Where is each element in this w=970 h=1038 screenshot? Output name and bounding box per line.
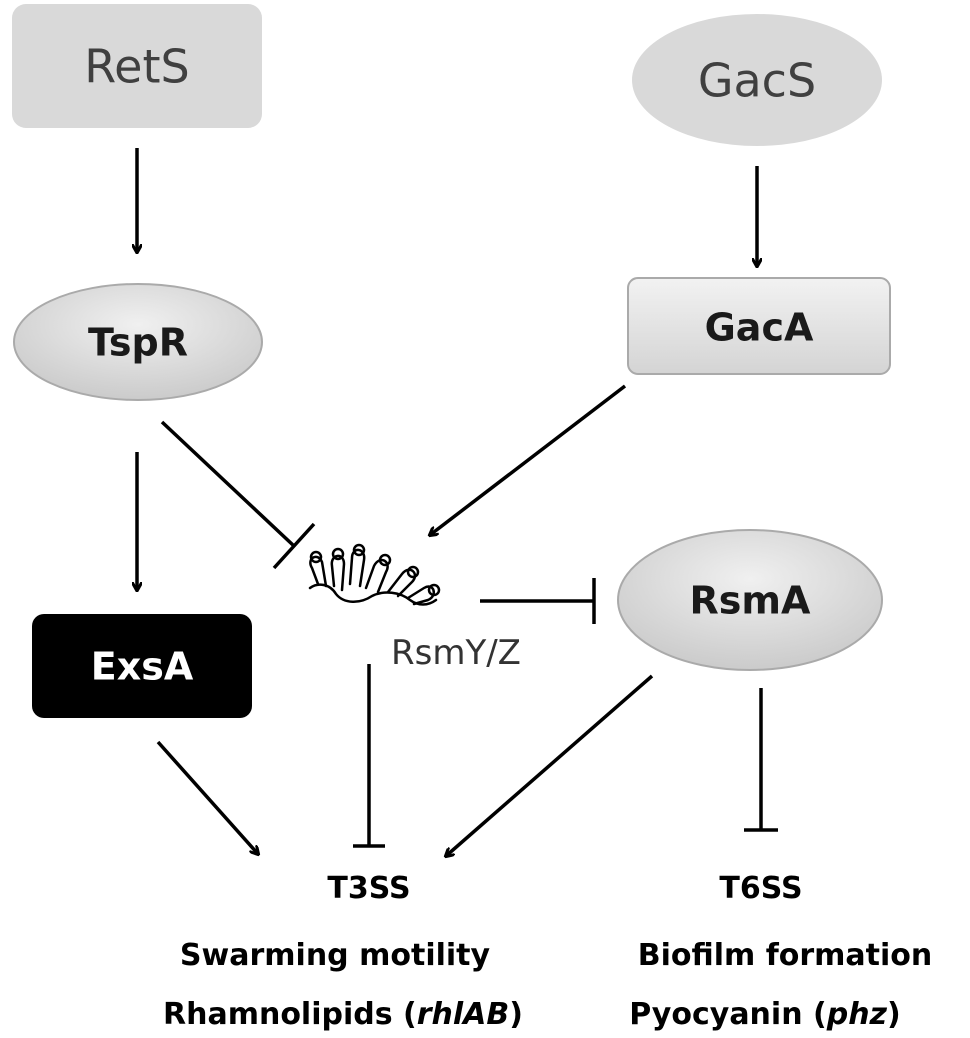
output-t6ss: T6SS	[719, 871, 802, 906]
exsa-node: ExsA	[32, 614, 252, 718]
outputs-right: T6SS Biofilm formation Pyocyanin (phz)	[629, 871, 932, 1032]
rsma-node: RsmA	[617, 529, 883, 671]
gaca-node: GacA	[627, 277, 891, 375]
rets-node: RetS	[12, 4, 262, 128]
rsma-label: RsmA	[690, 579, 811, 623]
inhibit-tspr-rsmyz	[160, 420, 316, 570]
exsa-label: ExsA	[91, 645, 194, 689]
gaca-label: GacA	[705, 306, 814, 350]
arrow-exsa-t3ss	[156, 740, 258, 854]
output-rhamnolipids: Rhamnolipids (rhlAB)	[163, 997, 523, 1032]
output-biofilm: Biofilm formation	[638, 938, 933, 973]
gacs-node: GacS	[632, 14, 882, 146]
outputs-left: T3SS Swarming motility Rhamnolipids (rhl…	[163, 871, 523, 1032]
output-pyocyanin: Pyocyanin (phz)	[629, 997, 900, 1032]
arrow-gaca-rsmyz	[430, 384, 627, 535]
output-swarming: Swarming motility	[180, 938, 491, 973]
inhibit-rsmyz-t3ss	[353, 664, 385, 848]
tspr-label: TspR	[88, 321, 188, 365]
rets-label: RetS	[84, 40, 189, 94]
inhibit-rsma-t6ss	[744, 688, 778, 832]
tspr-node: TspR	[13, 283, 263, 401]
rsmyz-label: RsmY/Z	[391, 633, 521, 673]
inhibit-rsmyz-rsma	[480, 578, 596, 624]
gacs-label: GacS	[698, 54, 816, 108]
arrow-rsma-t3ss	[446, 674, 654, 856]
output-t3ss: T3SS	[327, 871, 410, 906]
rsmyz-srna-icon	[308, 543, 441, 606]
